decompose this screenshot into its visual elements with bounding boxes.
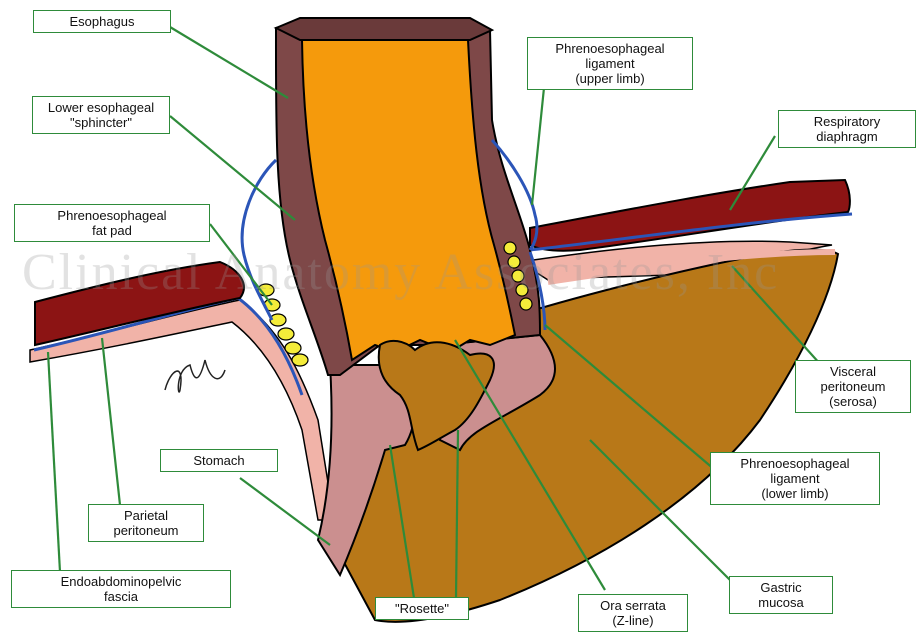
label-parietal-peritoneum: Parietal peritoneum <box>88 504 204 542</box>
label-phrenoesophageal-fat-pad: Phrenoesophageal fat pad <box>14 204 210 242</box>
label-stomach: Stomach <box>160 449 278 472</box>
label-lower-esophageal-sphincter: Lower esophageal "sphincter" <box>32 96 170 134</box>
label-esophagus: Esophagus <box>33 10 171 33</box>
label-rosette: "Rosette" <box>375 597 469 620</box>
label-endoabdominopelvic-fascia: Endoabdominopelvic fascia <box>11 570 231 608</box>
right-diaphragm <box>530 180 850 251</box>
label-gastric-mucosa: Gastric mucosa <box>729 576 833 614</box>
label-phrenoesophageal-ligament-upper: Phrenoesophageal ligament (upper limb) <box>527 37 693 90</box>
label-respiratory-diaphragm: Respiratory diaphragm <box>778 110 916 148</box>
label-phrenoesophageal-ligament-lower: Phrenoesophageal ligament (lower limb) <box>710 452 880 505</box>
label-visceral-peritoneum: Visceral peritoneum (serosa) <box>795 360 911 413</box>
label-ora-serrata: Ora serrata (Z-line) <box>578 594 688 632</box>
esophagus-top-rim <box>276 18 492 40</box>
watermark-text: Clinical Anatomy Associates, Inc <box>22 243 779 302</box>
artist-signature <box>165 360 225 392</box>
